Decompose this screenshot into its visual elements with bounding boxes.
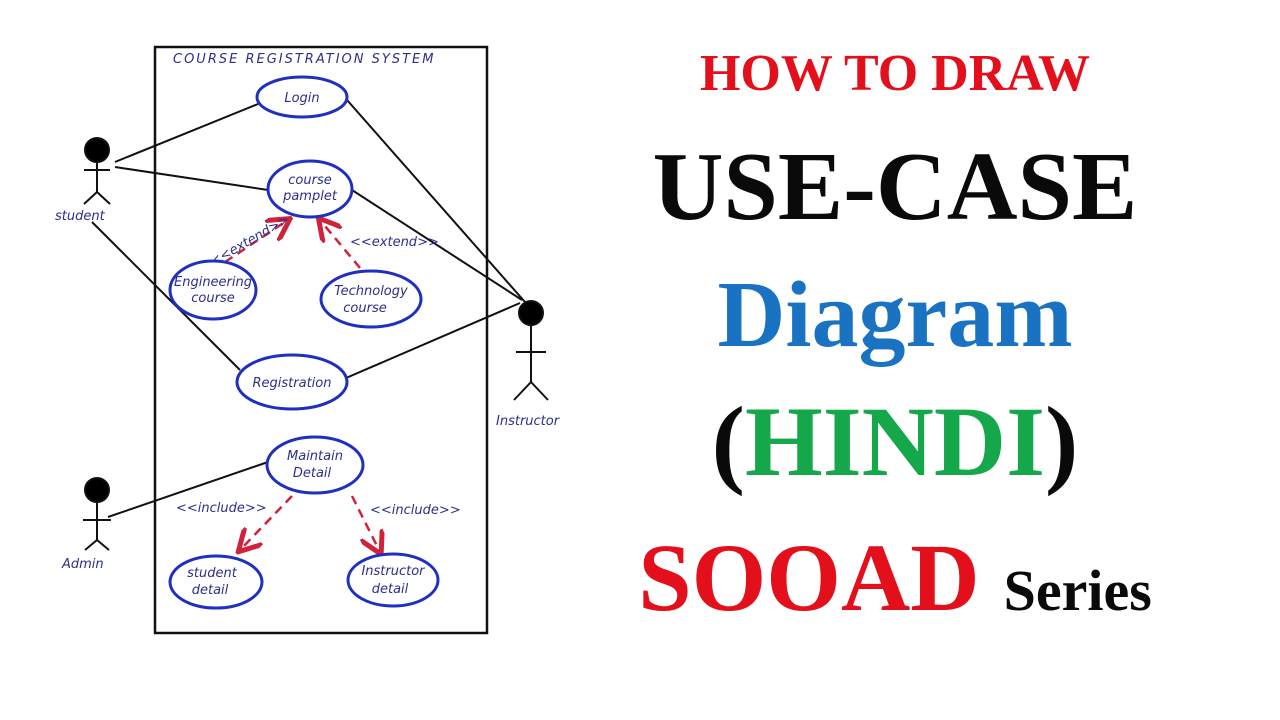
svg-text:Engineering: Engineering [174, 275, 252, 290]
hindi-text: HINDI [744, 386, 1046, 497]
actor-instructor: Instructor [496, 300, 561, 429]
headline-diagram: Diagram [717, 263, 1073, 367]
assoc-instructor-registration [345, 302, 521, 379]
svg-text:Detail: Detail [293, 466, 332, 481]
use-case-registration: Registration [235, 353, 349, 411]
use-case-technology-course: Technology course [319, 269, 423, 329]
assoc-student-registration [91, 221, 241, 371]
sooad-text: SOOAD [638, 524, 980, 631]
svg-text:Registration: Registration [253, 376, 332, 391]
svg-text:Maintain: Maintain [287, 449, 343, 464]
actor-student: student [55, 137, 111, 224]
use-case-engineering-course: Engineering course [168, 259, 258, 321]
use-case-diagram: COURSE REGISTRATION SYSTEM <<extend>> <<… [55, 45, 561, 635]
headline-use-case: USE-CASE [652, 133, 1138, 241]
svg-text:Technology: Technology [334, 284, 408, 299]
svg-text:detail: detail [372, 582, 409, 597]
series-text: Series [1003, 558, 1152, 623]
svg-text:student: student [55, 209, 106, 224]
system-boundary [153, 45, 489, 635]
svg-text:Instructor: Instructor [496, 414, 561, 429]
svg-text:course: course [343, 301, 386, 316]
use-case-course-pamplet: course pamplet [266, 159, 354, 219]
headline-how-to-draw: HOW TO DRAW [699, 45, 1091, 102]
svg-text:Admin: Admin [61, 557, 104, 572]
include-arrow-instructor-detail [350, 495, 380, 552]
actor-admin: Admin [61, 477, 111, 572]
assoc-admin-maintain [107, 461, 269, 518]
paren-close: ) [1045, 386, 1079, 497]
paren-open: ( [711, 386, 745, 497]
include-label-right: <<include>> [370, 503, 461, 518]
svg-text:Login: Login [284, 91, 319, 106]
svg-text:pamplet: pamplet [282, 189, 338, 204]
svg-text:course: course [191, 291, 234, 306]
include-arrow-student-detail [240, 495, 293, 550]
assoc-instructor-login [346, 99, 526, 303]
assoc-student-login [114, 103, 259, 163]
headline-hindi: (HINDI) [600, 392, 1190, 492]
extend-arrow-engineering [224, 220, 288, 264]
svg-text:detail: detail [192, 583, 229, 598]
extend-label-right: <<extend>> [350, 235, 439, 250]
use-case-student-detail: student detail [168, 554, 264, 610]
system-title: COURSE REGISTRATION SYSTEM [173, 52, 435, 67]
assoc-student-pamplet [114, 166, 269, 191]
use-case-instructor-detail: Instructor detail [346, 552, 440, 608]
svg-text:Instructor: Instructor [361, 564, 426, 579]
include-label-left: <<include>> [176, 501, 267, 516]
svg-text:course: course [288, 173, 331, 188]
use-case-login: Login [255, 75, 349, 119]
svg-text:student: student [187, 566, 238, 581]
headline-sooad: SOOAD Series [600, 530, 1190, 626]
extend-arrow-technology [320, 220, 361, 269]
assoc-instructor-pamplet [351, 189, 523, 301]
use-case-maintain-detail: Maintain Detail [265, 435, 365, 495]
